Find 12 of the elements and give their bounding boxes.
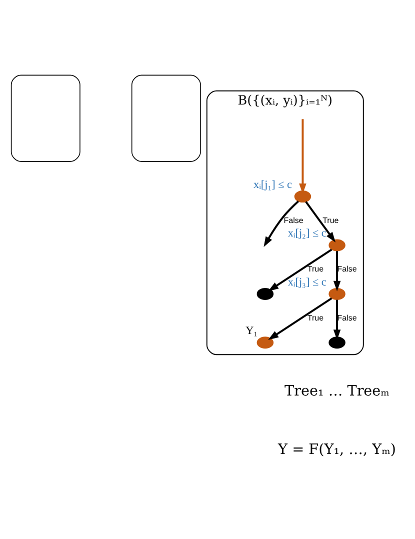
- edge-label: True: [307, 264, 324, 274]
- edge-label: False: [337, 264, 357, 274]
- edge-label: True: [322, 215, 339, 224]
- node-label: Y₁: [246, 324, 258, 337]
- node-label: xᵢ[j₃] ≤ c: [288, 276, 326, 288]
- edge-label: False: [337, 312, 357, 322]
- node-label: xᵢ[j₁] ≤ c: [254, 178, 292, 190]
- label: Y = F(Y₁, …, Yₘ): [278, 441, 396, 458]
- node-label: xᵢ[j₂] ≤ c: [288, 227, 326, 240]
- label: Tree₁ … Treeₘ: [284, 383, 390, 400]
- edge-label: False: [284, 215, 304, 224]
- edge-label: True: [307, 312, 324, 322]
